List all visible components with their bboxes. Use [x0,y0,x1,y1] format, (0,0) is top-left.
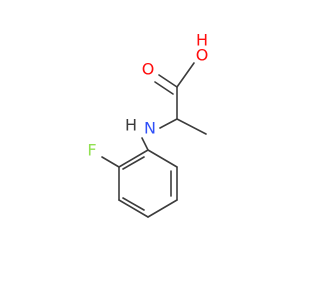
bond-ring-fluorine [101,156,120,168]
ring-bond-a [147,149,178,168]
molecule-diagram: O H O N H F [87,30,209,258]
oxygen-carbonyl-label: O [142,60,155,79]
hydrogen-hydroxyl-label: H [196,31,208,50]
ring-double-2 [122,197,145,211]
mask-extra-ring [110,218,190,258]
ring-bond-d [118,199,149,218]
atom-labels: O H O N H F [87,31,208,160]
oxygen-hydroxyl-label: O [196,46,209,65]
bond-carbonyl-1 [158,74,178,88]
ring-bond-f [118,149,149,168]
mask-extra-ring-side [140,176,152,188]
nitrogen-label: N [144,119,156,138]
hydrogen-amine-label: H [125,116,137,135]
bond-carbonyl-2 [154,81,174,95]
fluorine-label: F [87,141,96,160]
bonds [101,62,207,218]
bond-nitrogen-ring [141,137,149,151]
bond-alpha-methyl [176,118,207,135]
bond-carboxyl-hydroxyl [176,62,195,88]
ring-double-3 [122,156,145,170]
ring-bond-c [147,199,178,218]
bond-alpha-nitrogen [159,118,178,129]
